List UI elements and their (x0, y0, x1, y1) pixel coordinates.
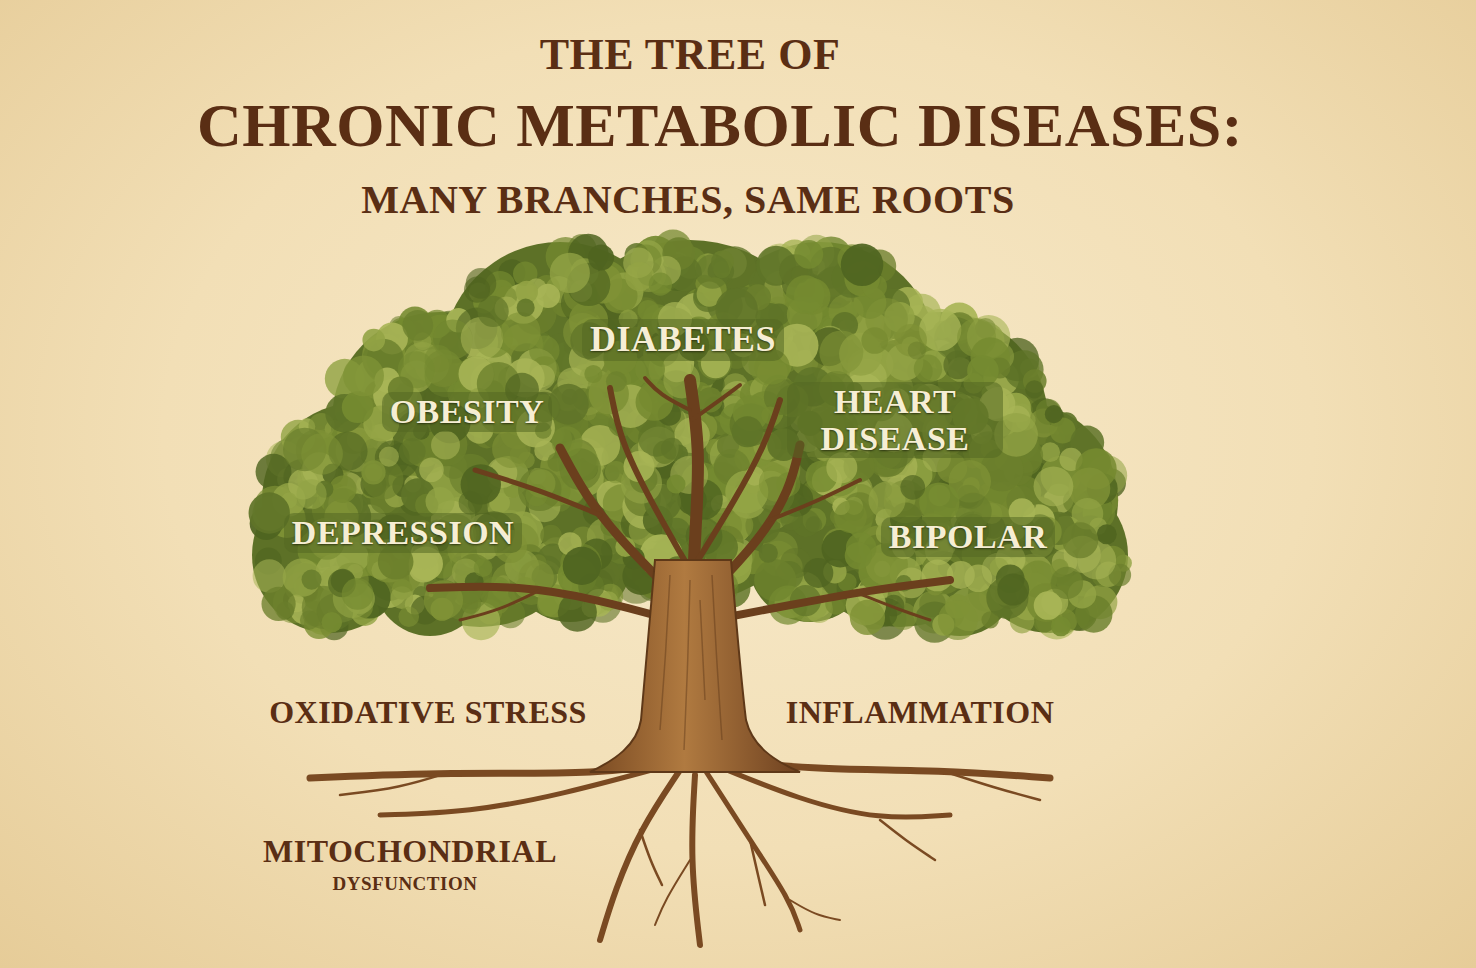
branch (475, 470, 600, 515)
leaf-cluster (300, 611, 319, 630)
leaf-cluster (517, 299, 535, 317)
leaf-cluster (399, 438, 426, 465)
leaf-cluster (845, 542, 872, 569)
root (692, 775, 700, 945)
leaf-cluster (302, 570, 322, 590)
leaf-cluster (419, 457, 444, 482)
leaf-cluster (588, 245, 614, 271)
leaf-cluster (464, 277, 490, 303)
leaf-cluster (861, 327, 888, 354)
leaf-cluster (938, 600, 978, 640)
leaf-cluster (362, 329, 385, 352)
leaf-cluster (342, 578, 374, 610)
leaf-cluster (343, 355, 384, 396)
leaf-cluster (474, 558, 493, 577)
branch-label: BIPOLAR (881, 517, 1055, 556)
leaf-cluster (841, 244, 884, 287)
branch (692, 385, 740, 420)
subtitle: MANY BRANCHES, SAME ROOTS (361, 178, 1014, 222)
root (640, 830, 662, 885)
leaf-cluster (759, 543, 778, 562)
leaf-cluster (900, 475, 925, 500)
leaf-cluster (329, 476, 356, 503)
root (340, 772, 450, 795)
branch (460, 590, 540, 620)
leaf-cluster (1034, 466, 1074, 506)
leaf-cluster (732, 416, 763, 447)
leaf-cluster (819, 330, 863, 374)
leaf-cluster (667, 475, 686, 494)
branch (430, 587, 672, 620)
bark-lines (660, 575, 722, 750)
root-label: OXIDATIVE STRESS (269, 695, 587, 730)
leaf-cluster (537, 594, 559, 616)
leaf-cluster (868, 482, 905, 519)
bark-line (700, 600, 705, 700)
root (600, 770, 680, 940)
leaf-cluster (1062, 522, 1098, 558)
leaf-cluster (605, 461, 627, 483)
leaf-cluster (261, 587, 295, 621)
bark-line (660, 575, 670, 730)
leaf-cluster (398, 606, 419, 627)
root (790, 900, 840, 920)
leaf-cluster (297, 479, 327, 509)
leaf-cluster (342, 391, 374, 423)
root-label: INFLAMMATION (786, 695, 1055, 730)
leaf-cluster (638, 300, 659, 321)
leaf-cluster (402, 310, 433, 341)
branch-label: DEPRESSION (284, 513, 522, 552)
leaf-cluster (695, 254, 730, 289)
leaf-cluster (806, 516, 823, 533)
leaf-cluster (1097, 524, 1117, 544)
branch-label: DIABETES (582, 319, 784, 361)
leaf-cluster (548, 384, 589, 425)
leaf-cluster (379, 447, 399, 467)
root (750, 840, 765, 905)
leaf-cluster (794, 240, 823, 269)
leaf-cluster (834, 500, 867, 533)
leaf-cluster (803, 558, 833, 588)
leaf-cluster (431, 431, 460, 460)
root (880, 820, 935, 860)
leaf-cluster (1045, 405, 1063, 423)
title-prefix: THE TREE OF (540, 31, 841, 79)
branch (712, 580, 950, 620)
leaf-cluster (649, 272, 672, 295)
leaf-cluster (322, 612, 343, 633)
leaf-cluster (661, 438, 683, 460)
root (655, 860, 690, 925)
branch (698, 400, 780, 560)
branch (860, 594, 930, 620)
leaf-cluster (301, 433, 343, 475)
branch (645, 378, 690, 410)
branch-label: HEART DISEASE (787, 382, 1003, 459)
main-title: CHRONIC METABOLIC DISEASES: (197, 91, 1243, 159)
root (940, 770, 1040, 800)
leaf-cluster (563, 547, 601, 585)
leaf-cluster (425, 487, 454, 516)
branch-label: OBESITY (382, 392, 553, 431)
leaf-cluster (786, 275, 825, 314)
root-sublabel: DYSFUNCTION (333, 874, 478, 895)
leaf-cluster (550, 253, 590, 293)
leaf-cluster (584, 365, 602, 383)
tree-trunk (590, 560, 800, 772)
leaf-cluster (1040, 442, 1060, 462)
branch (770, 480, 860, 520)
leaf-cluster (850, 600, 885, 635)
leaf-cluster (1025, 380, 1043, 398)
root-label: MITOCHONDRIAL (263, 834, 557, 869)
leaf-cluster (908, 341, 926, 359)
branch (610, 388, 690, 570)
leaf-cluster (997, 574, 1029, 606)
bark-line (684, 580, 690, 750)
leaf-cluster (1034, 591, 1063, 620)
bark-line (712, 575, 722, 740)
